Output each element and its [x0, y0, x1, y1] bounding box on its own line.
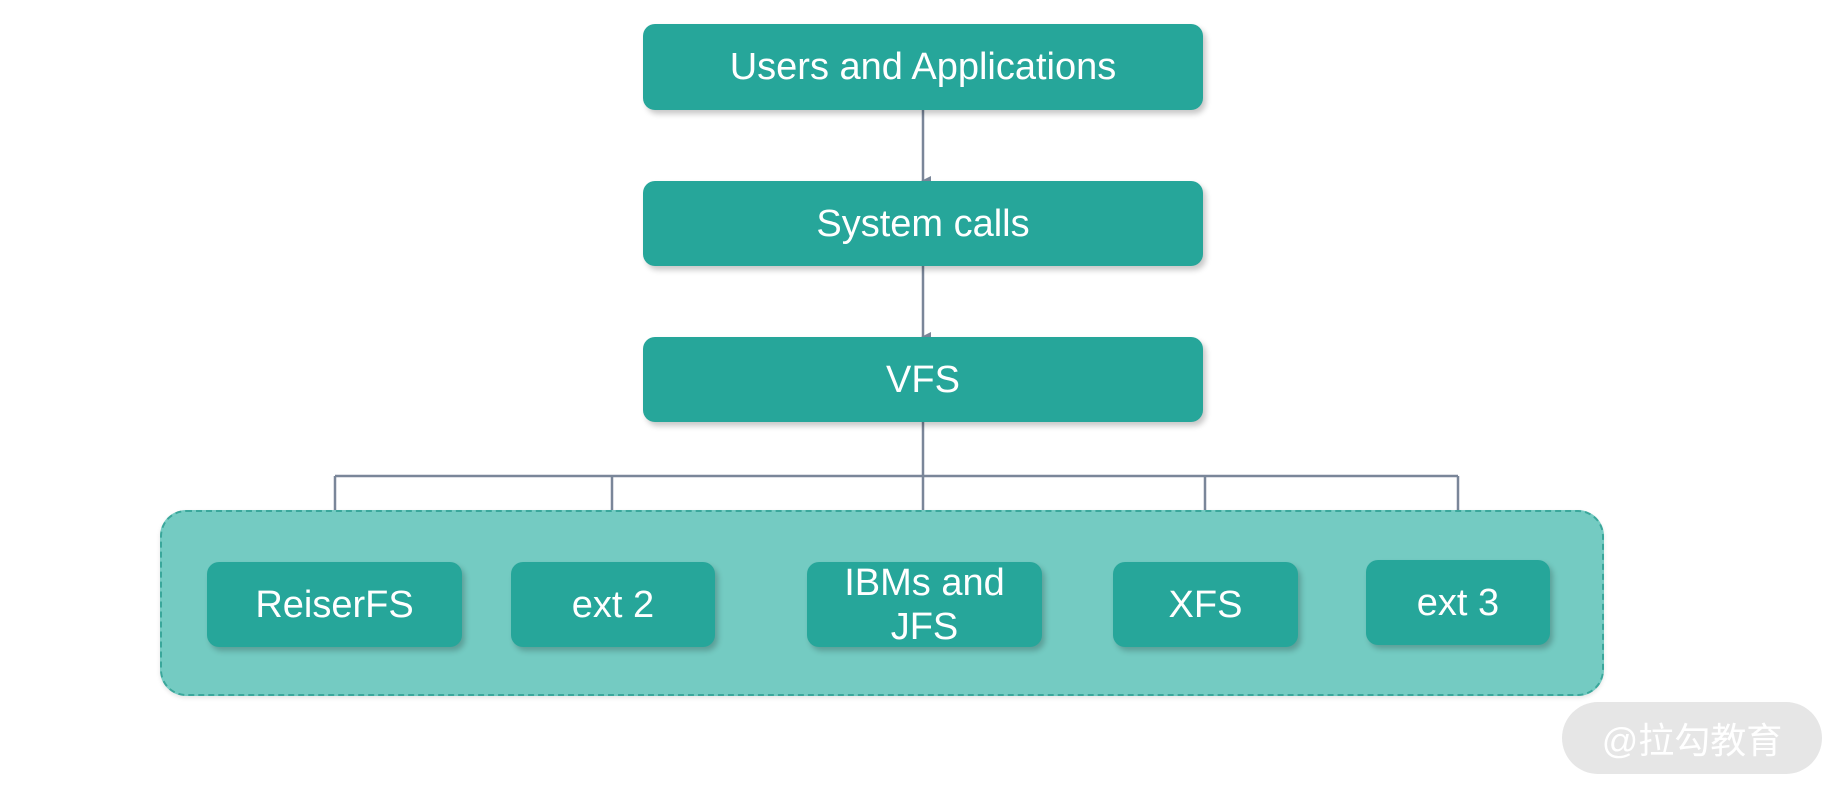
node-system-calls: System calls [643, 181, 1203, 266]
node-label: ext 3 [1416, 581, 1500, 624]
node-label: System calls [816, 202, 1030, 245]
node-label: Users and Applications [729, 46, 1117, 88]
node-reiserfs: ReiserFS [207, 562, 462, 647]
watermark-badge: @拉勾教育 [1562, 702, 1822, 774]
node-xfs: XFS [1113, 562, 1298, 647]
node-users-and-applications: Users and Applications [643, 24, 1203, 110]
watermark-text: @拉勾教育 [1601, 720, 1783, 761]
node-label: ext 2 [571, 583, 655, 626]
node-label: VFS [886, 358, 960, 401]
node-ext2: ext 2 [511, 562, 715, 647]
node-label: ReiserFS [255, 583, 414, 626]
node-ibms-and-jfs: IBMs and JFS [807, 561, 1042, 648]
node-label: XFS [1168, 583, 1243, 626]
node-ext3: ext 3 [1366, 560, 1550, 645]
node-vfs: VFS [643, 337, 1203, 422]
node-label: IBMs and JFS [844, 561, 1005, 648]
